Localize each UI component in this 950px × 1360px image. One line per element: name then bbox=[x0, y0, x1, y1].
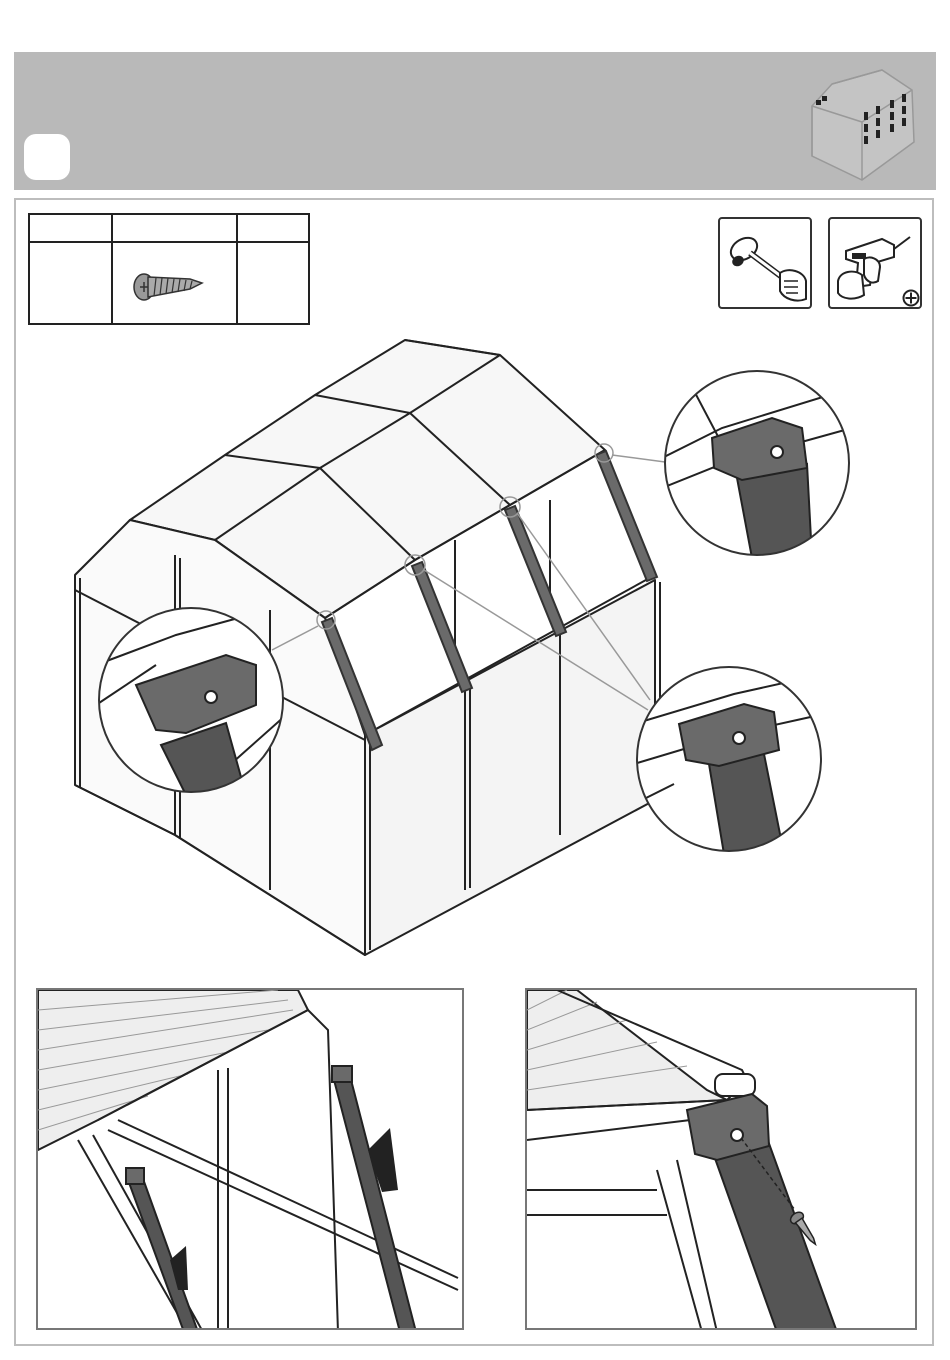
connector-screw-fastening-drawing bbox=[527, 990, 917, 1330]
parts-table bbox=[28, 213, 310, 325]
screw-icon bbox=[128, 259, 208, 307]
table-column-divider bbox=[236, 215, 238, 323]
roof-brace-insertion-detail bbox=[36, 988, 464, 1330]
connector-detail-top-right bbox=[662, 368, 852, 558]
rubber-mallet-icon bbox=[724, 223, 808, 305]
drill-tool-box bbox=[828, 217, 922, 309]
connector-detail-bottom-right bbox=[634, 664, 824, 854]
phillips-bit-icon bbox=[902, 289, 920, 307]
mallet-tool-box bbox=[718, 217, 812, 309]
connector-screw-fastening-detail bbox=[525, 988, 917, 1330]
greenhouse-progress-icon bbox=[802, 62, 922, 182]
connector-detail-left bbox=[96, 605, 286, 795]
roof-brace-insertion-drawing bbox=[38, 990, 464, 1330]
step-header bbox=[14, 52, 936, 190]
table-column-divider bbox=[111, 215, 113, 323]
table-header-divider bbox=[30, 241, 308, 243]
step-number-badge bbox=[24, 134, 70, 180]
